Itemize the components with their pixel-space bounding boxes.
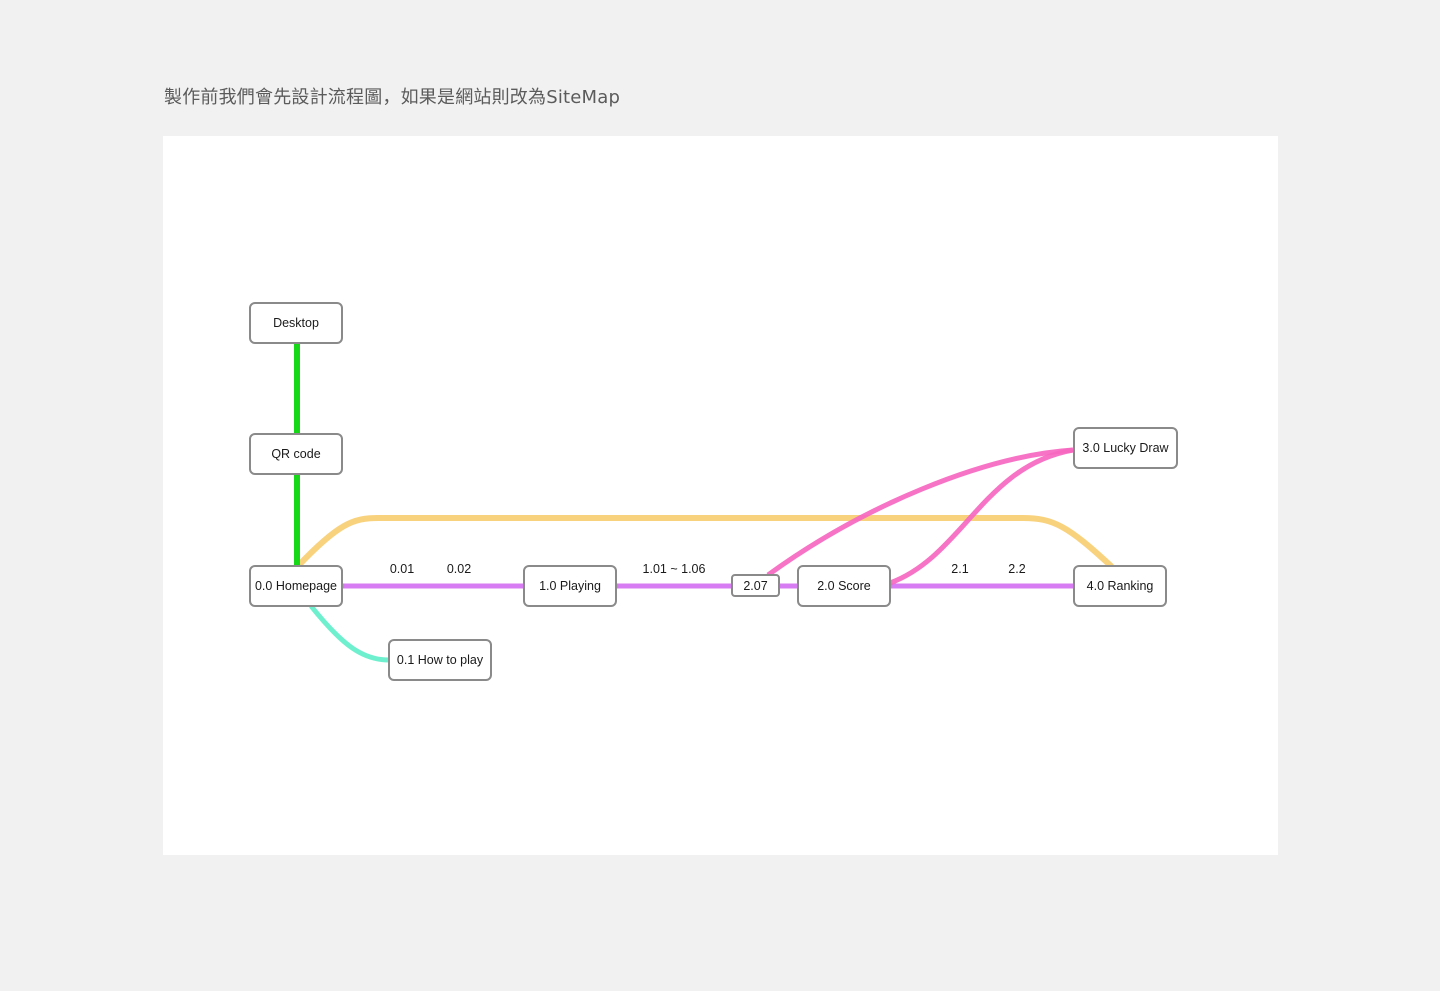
edge-label-0-02: 0.02 bbox=[446, 562, 472, 576]
edge-label-2-1: 2.1 bbox=[951, 562, 969, 576]
edge-label-2-2: 2.2 bbox=[1008, 562, 1026, 576]
node-playing: 1.0 Playing bbox=[523, 565, 617, 607]
edge-207-luckydraw bbox=[766, 447, 1074, 578]
page-caption: 製作前我們會先設計流程圖，如果是網站則改為SiteMap bbox=[164, 87, 621, 108]
edge-homepage-ranking bbox=[295, 515, 1114, 569]
diagram-connectors bbox=[294, 344, 1114, 663]
edge-score-luckydraw bbox=[889, 447, 1074, 586]
edge-label-1-01-1-06: 1.01 ~ 1.06 bbox=[642, 562, 706, 576]
node-qr-code: QR code bbox=[249, 433, 343, 475]
edge-label-0-01: 0.01 bbox=[389, 562, 415, 576]
diagram-canvas: Desktop QR code 0.0 Homepage 0.1 How to … bbox=[163, 136, 1278, 855]
node-how-to-play: 0.1 How to play bbox=[388, 639, 492, 681]
node-lucky-draw: 3.0 Lucky Draw bbox=[1073, 427, 1178, 469]
node-score: 2.0 Score bbox=[797, 565, 891, 607]
edge-homepage-howtoplay bbox=[309, 604, 390, 663]
node-ranking: 4.0 Ranking bbox=[1073, 565, 1167, 607]
node-desktop: Desktop bbox=[249, 302, 343, 344]
node-2-07: 2.07 bbox=[731, 574, 780, 597]
node-homepage: 0.0 Homepage bbox=[249, 565, 343, 607]
